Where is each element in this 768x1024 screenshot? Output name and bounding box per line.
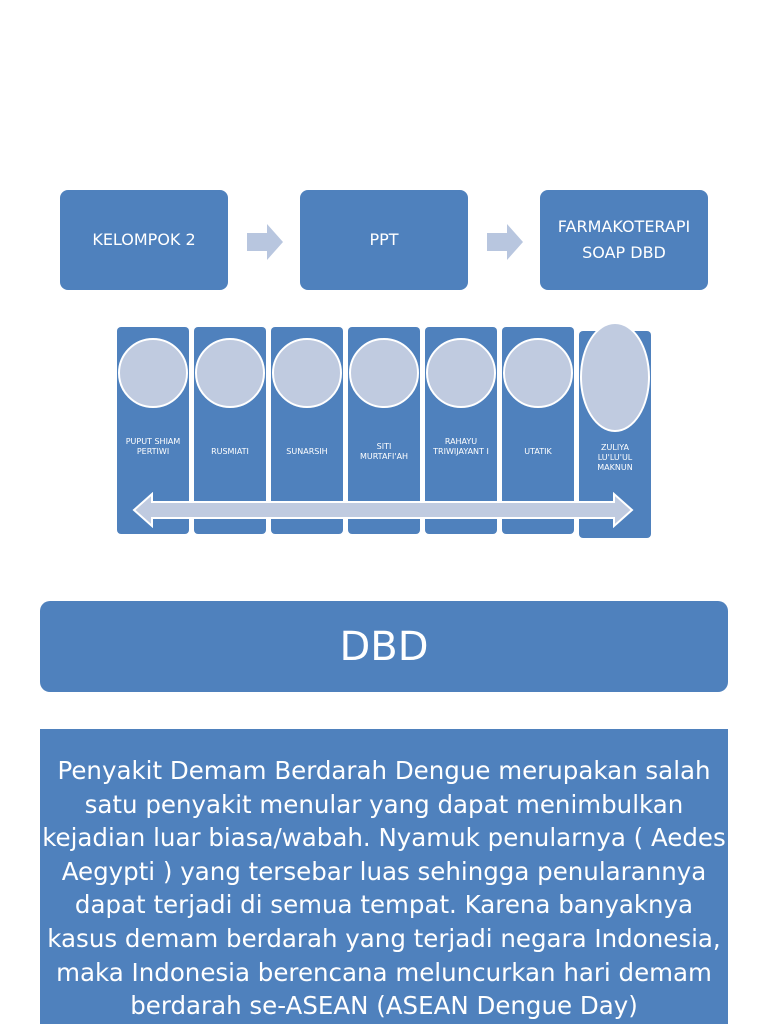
flow-box-ppt: PPT [300,190,468,290]
description-text: Penyakit Demam Berdarah Dengue merupakan… [40,729,728,1024]
section-title: DBD [40,601,728,692]
member-name: SUNARSIH [286,447,328,456]
right-arrow-icon [487,224,523,260]
member-name: RUSMIATI [211,447,249,456]
photo-placeholder [349,338,419,408]
title-text: DBD [339,623,429,670]
flow-label: FARMAKOTERAPI SOAP DBD [557,217,691,262]
flow-box-farmakoterapi: FARMAKOTERAPI SOAP DBD [540,190,708,290]
member-card: SITI MURTAFI'AH [348,327,420,534]
member-card: UTATIK [502,327,574,534]
flow-label: KELOMPOK 2 [92,230,196,249]
photo-placeholder [503,338,573,408]
photo-placeholder [272,338,342,408]
flow-box-kelompok: KELOMPOK 2 [60,190,228,290]
member-name: ZULIYA LU'LU'UL MAKNUN [597,443,633,472]
flow-label: PPT [369,230,399,249]
right-arrow-icon [247,224,283,260]
member-name: SITI MURTAFI'AH [359,442,409,461]
member-name: PUPUT SHIAM PERTIWI [125,437,181,456]
photo-placeholder [118,338,188,408]
double-arrow-icon [132,492,634,528]
member-card: RAHAYU TRIWIJAYANT I [425,327,497,534]
member-name: UTATIK [524,447,552,456]
member-name: RAHAYU TRIWIJAYANT I [433,437,489,456]
member-card: SUNARSIH [271,327,343,534]
member-card: RUSMIATI [194,327,266,534]
photo-placeholder [580,322,650,432]
photo-placeholder [195,338,265,408]
photo-placeholder [426,338,496,408]
